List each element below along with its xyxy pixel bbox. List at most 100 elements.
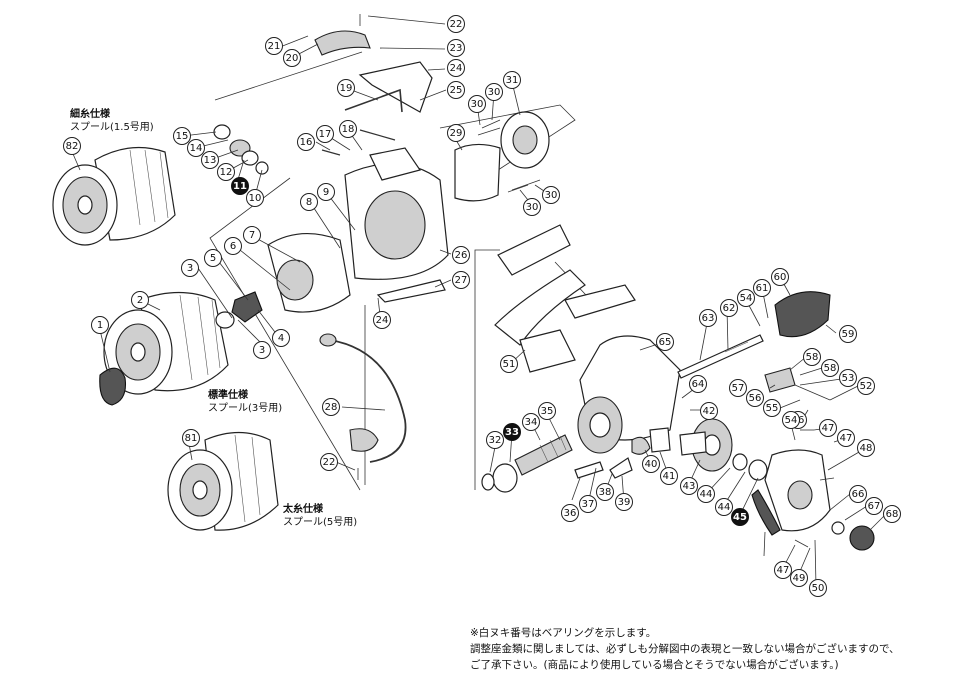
callout-circle <box>224 237 242 255</box>
callout-circle <box>699 309 717 327</box>
callout-number: 51 <box>503 359 516 370</box>
callout-circle <box>452 246 470 264</box>
callout-circle <box>656 333 674 351</box>
callout-circle <box>217 163 235 181</box>
callout-number: 33 <box>505 427 519 438</box>
callout-number: 36 <box>564 508 577 519</box>
callout-circle <box>883 505 901 523</box>
drive-gear <box>679 418 768 481</box>
main-shaft-63 <box>677 334 764 379</box>
callout-22: 22 <box>447 15 465 33</box>
callout-10: 10 <box>246 189 264 207</box>
callout-circle <box>538 402 556 420</box>
callout-circle <box>680 477 698 495</box>
callout-20: 20 <box>283 49 301 67</box>
callout-circle <box>660 467 678 485</box>
small-parts-36-41 <box>574 427 671 479</box>
callout-15: 15 <box>173 127 191 145</box>
callout-58: 58 <box>803 348 821 366</box>
drag-knob-1 <box>99 367 127 406</box>
callout-number: 40 <box>645 459 658 470</box>
callout-circle <box>322 398 340 416</box>
callout-28: 28 <box>322 398 340 416</box>
callout-56: 56 <box>746 389 764 407</box>
callout-16: 16 <box>297 133 315 151</box>
pinion-gear <box>481 434 573 493</box>
callout-12: 12 <box>217 163 235 181</box>
callout-circle <box>447 15 465 33</box>
callout-circle <box>746 389 764 407</box>
callout-circle <box>809 579 827 597</box>
callout-circle <box>272 329 290 347</box>
callout-39: 39 <box>615 493 633 511</box>
callout-circle <box>317 183 335 201</box>
callout-8: 8 <box>300 193 318 211</box>
callout-21: 21 <box>265 37 283 55</box>
callout-number: 22 <box>323 457 336 468</box>
callout-circle <box>689 375 707 393</box>
callout-number: 11 <box>233 181 247 192</box>
callout-circle <box>697 485 715 503</box>
callout-circle <box>579 495 597 513</box>
callout-35: 35 <box>538 402 556 420</box>
callout-81: 81 <box>182 429 200 447</box>
callout-number: 34 <box>525 417 538 428</box>
screws <box>357 14 835 548</box>
callout-number: 1 <box>97 320 103 331</box>
callout-number: 20 <box>286 53 299 64</box>
callout-60: 60 <box>771 268 789 286</box>
callout-11-bearing: 11 <box>231 177 249 195</box>
body-housing <box>564 284 681 454</box>
callout-6: 6 <box>224 237 242 255</box>
callout-3: 3 <box>181 259 199 277</box>
callout-circle <box>837 429 855 447</box>
callout-number: 4 <box>278 333 284 344</box>
callout-number: 48 <box>860 443 873 454</box>
callout-circle <box>131 291 149 309</box>
callout-number: 58 <box>806 352 819 363</box>
callout-30: 30 <box>468 95 486 113</box>
callout-32: 32 <box>486 431 504 449</box>
callout-circle <box>500 355 518 373</box>
callout-circle <box>91 316 109 334</box>
callout-63: 63 <box>699 309 717 327</box>
callout-40: 40 <box>642 455 660 473</box>
callout-number: 47 <box>840 433 853 444</box>
callout-number: 14 <box>190 143 203 154</box>
callout-circle <box>373 311 391 329</box>
callout-number: 52 <box>860 381 873 392</box>
callout-number: 55 <box>766 403 779 414</box>
callout-number: 18 <box>342 124 355 135</box>
callout-number: 64 <box>692 379 705 390</box>
callout-48: 48 <box>857 439 875 457</box>
callout-number: 67 <box>868 501 881 512</box>
callout-circle <box>447 59 465 77</box>
footnote-line-2: 調整座金類に関しましては、必ずしも分解図中の表現と一致しない場合がございますので… <box>470 643 900 655</box>
callout-circle <box>447 39 465 57</box>
callout-circle <box>265 37 283 55</box>
callout-30: 30 <box>523 198 541 216</box>
footnote-line-1: ※白ヌキ番号はベアリングを示します。 <box>470 627 657 639</box>
callout-number: 53 <box>842 373 855 384</box>
callout-47: 47 <box>774 561 792 579</box>
handle-51 <box>494 224 586 373</box>
callout-number: 22 <box>450 19 463 30</box>
callout-43: 43 <box>680 477 698 495</box>
anti-reverse <box>764 367 831 401</box>
spool-label-thick-sub: スプール(5号用) <box>283 517 358 528</box>
callout-number: 16 <box>300 137 313 148</box>
callout-number: 32 <box>489 435 502 446</box>
callout-45-bearing: 45 <box>731 508 749 526</box>
callout-number: 47 <box>822 423 835 434</box>
callout-circle <box>857 439 875 457</box>
callout-41: 41 <box>660 467 678 485</box>
callout-number: 12 <box>220 167 233 178</box>
callout-2: 2 <box>131 291 149 309</box>
callout-circle <box>452 271 470 289</box>
callout-number: 59 <box>842 329 855 340</box>
callout-circle <box>486 431 504 449</box>
callout-number: 6 <box>230 241 236 252</box>
callout-circle <box>542 186 560 204</box>
callout-number: 15 <box>176 131 189 142</box>
callout-number: 5 <box>210 253 216 264</box>
